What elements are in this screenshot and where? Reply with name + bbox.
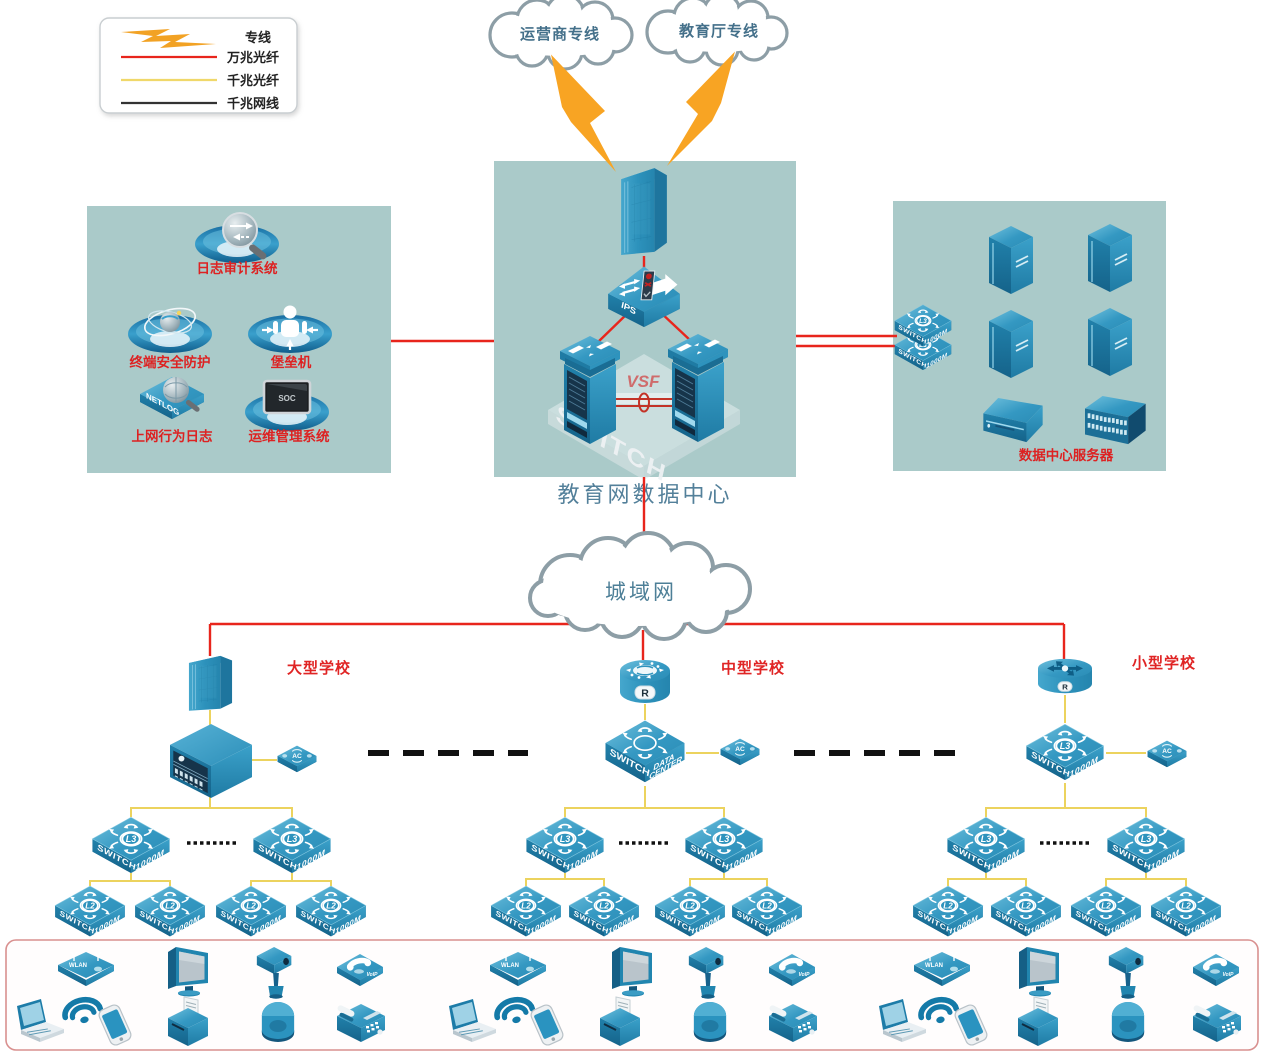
legend-1gcopper-label: 千兆网线 xyxy=(227,96,279,111)
school-large-l3-2 xyxy=(253,817,330,873)
school-large-l2-3 xyxy=(216,886,286,936)
datacenter-zone: VSF SWITCH xyxy=(548,167,740,489)
cloud-isp-label: 运营商专线 xyxy=(520,25,600,43)
ops-management-label: 运维管理系统 xyxy=(249,428,330,444)
school-small xyxy=(913,657,1221,937)
netlog-icon: NETLOG xyxy=(140,377,204,419)
ops-management-icon: SOC xyxy=(245,379,329,431)
server-zone: 数据中心服务器 xyxy=(895,224,1146,463)
netlog-system-label: 上网行为日志 xyxy=(132,428,213,444)
school-small-ac xyxy=(1147,739,1187,768)
school-small-l3-2 xyxy=(1107,817,1184,873)
school-medium-router xyxy=(619,659,671,704)
dome-camera xyxy=(693,1002,727,1042)
core-switch-tower-2 xyxy=(667,334,729,443)
server-tower-4 xyxy=(1087,308,1133,376)
school-medium-ac xyxy=(720,737,760,766)
school-small-l2-1 xyxy=(913,886,983,936)
school-large xyxy=(55,655,366,936)
server-tower-1 xyxy=(988,226,1034,294)
soc-label: SOC xyxy=(278,394,296,403)
cloud-man: 城域网 xyxy=(528,531,752,641)
school-large-l2-1 xyxy=(55,886,125,936)
school-large-l2-2 xyxy=(135,886,205,936)
legend: 专线 万兆光纤 千兆光纤 千兆网线 xyxy=(99,17,298,114)
lightning-isp xyxy=(551,54,616,172)
cloud-isp: 运营商专线 xyxy=(488,0,634,71)
core-switch-tower-1 xyxy=(559,336,621,445)
bastion-host-icon xyxy=(248,305,332,353)
legend-10g-label: 万兆光纤 xyxy=(226,50,279,65)
school-medium-l3-1 xyxy=(526,817,603,873)
school-medium-l2-4 xyxy=(732,886,802,936)
school-small-l2-3 xyxy=(1071,886,1141,936)
school-medium xyxy=(491,659,802,936)
vsf-links xyxy=(610,398,678,407)
bastion-host-label: 堡垒机 xyxy=(271,354,312,370)
cloud-man-label: 城域网 xyxy=(605,580,677,604)
server-tower-2 xyxy=(1087,224,1133,292)
datacenter-firewall xyxy=(620,167,668,256)
endpoint-security-label: 终端安全防护 xyxy=(130,354,211,370)
school-large-l3-1 xyxy=(92,817,169,873)
log-audit-system-label: 日志审计系统 xyxy=(197,260,278,276)
school-small-l3-1 xyxy=(947,817,1024,873)
endpoint-security-icon xyxy=(128,307,212,353)
school-small-l2-2 xyxy=(991,886,1061,936)
cloud-edu: 教育厅专线 xyxy=(645,0,789,67)
school-large-core-cube xyxy=(170,724,252,798)
legend-dedicated-label: 专线 xyxy=(245,30,271,45)
school-small-label: 小型学校 xyxy=(1132,654,1196,672)
school-large-l2-4 xyxy=(296,886,366,936)
school-small-l2-4 xyxy=(1151,886,1221,936)
legend-lightning-icon xyxy=(121,29,216,48)
security-zone: 日志审计系统 终端安全防护 xyxy=(128,212,332,444)
legend-1gfiber-label: 千兆光纤 xyxy=(227,73,279,88)
school-medium-l2-1 xyxy=(491,886,561,936)
vsf-label: VSF xyxy=(626,372,660,391)
server-zone-label: 数据中心服务器 xyxy=(1019,447,1114,463)
school-small-router xyxy=(1037,657,1093,695)
school-large-label: 大型学校 xyxy=(287,659,351,677)
dome-camera xyxy=(1111,1002,1145,1042)
school-large-ac xyxy=(277,744,317,773)
server-tower-3 xyxy=(988,310,1034,378)
school-medium-l2-2 xyxy=(569,886,639,936)
school-medium-l2-3 xyxy=(655,886,725,936)
log-audit-system-icon xyxy=(195,212,279,263)
links-1g-fiber xyxy=(89,695,1187,886)
school-medium-label: 中型学校 xyxy=(721,659,785,677)
school-large-firewall xyxy=(188,655,233,712)
school-medium-l3-2 xyxy=(685,817,762,873)
school-small-core-l3 xyxy=(1026,724,1103,780)
dome-camera xyxy=(261,1002,295,1042)
cloud-edu-label: 教育厅专线 xyxy=(678,22,759,40)
lightning-edu xyxy=(667,51,735,166)
school-medium-dc-switch xyxy=(606,721,685,783)
